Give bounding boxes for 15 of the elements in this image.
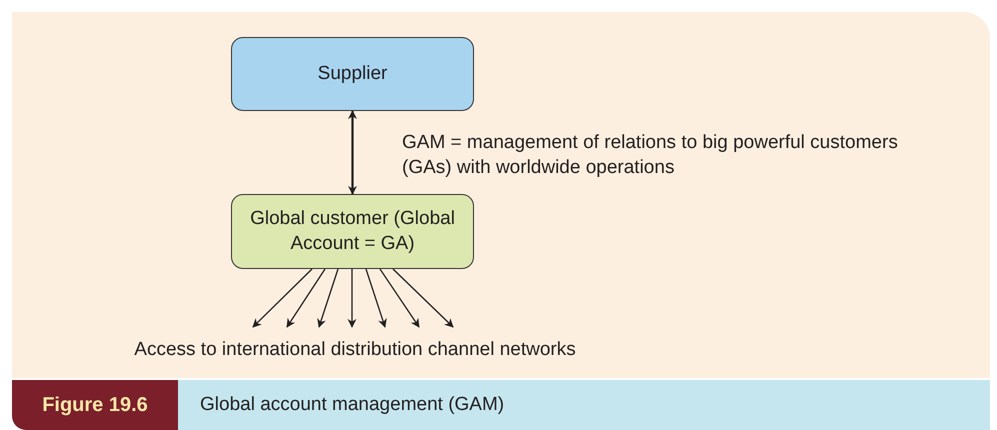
- arrow: [365, 268, 387, 328]
- arrow: [348, 110, 357, 195]
- node-label: Supplier: [318, 62, 388, 86]
- process-box: [231, 194, 474, 269]
- node-label: Global customer (Global Account = GA): [250, 206, 455, 256]
- arrow: [379, 268, 420, 328]
- arrow: [286, 268, 326, 328]
- arrow: [252, 268, 312, 328]
- arrow: [317, 268, 339, 328]
- caption-bar: Global account management (GAM): [178, 380, 990, 430]
- arrow: [392, 268, 454, 328]
- figure-number-tab: Figure 19.6: [12, 380, 178, 430]
- node-label: Access to international distribution channel networks: [134, 338, 576, 362]
- process-box: [231, 37, 474, 111]
- arrow: [348, 269, 356, 328]
